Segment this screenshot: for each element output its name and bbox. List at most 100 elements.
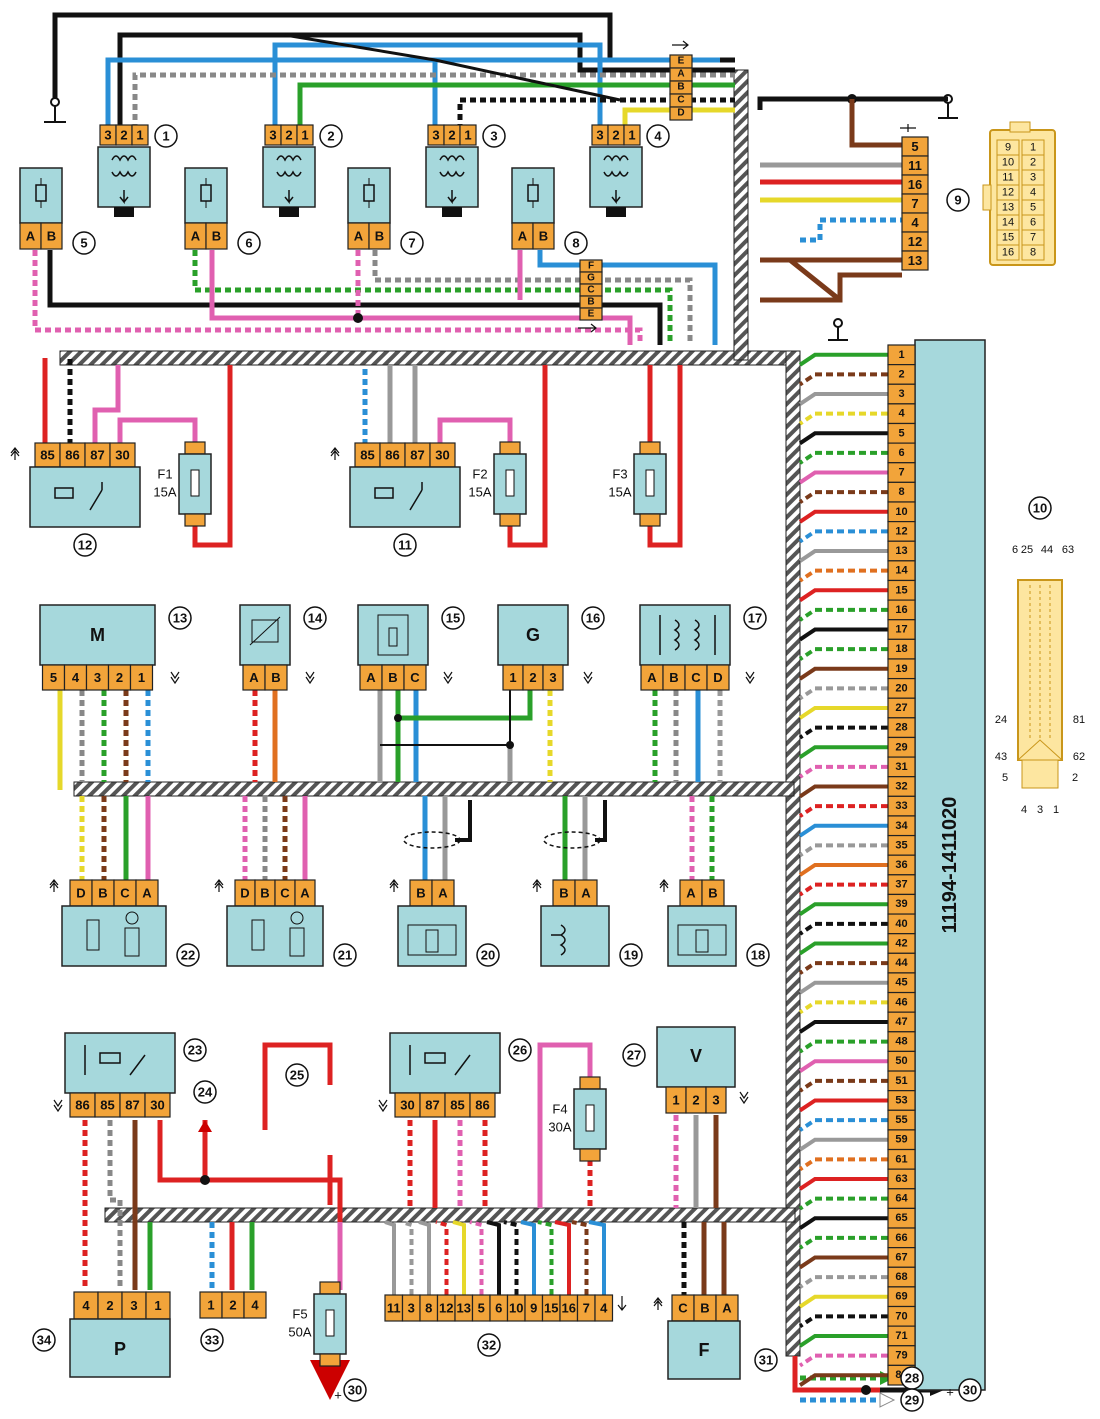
sensor-body [497, 604, 569, 666]
relay-pin-label: 85 [100, 1098, 114, 1113]
coil-pin-1 [459, 124, 477, 146]
conn32-wire [486, 1220, 501, 1295]
ecu-wire [798, 1000, 888, 1015]
callout-11-text: 11 [398, 538, 412, 553]
relay-switch-icon [409, 482, 423, 511]
sensor-frame [407, 924, 457, 956]
ecu-wire [798, 470, 888, 485]
relay-coil-icon [99, 1052, 121, 1064]
callout-25-text: 25 [290, 1068, 304, 1083]
sensor-pin-label: A [300, 886, 310, 901]
relay-pin-label: 87 [425, 1098, 439, 1113]
ecu-wire [798, 706, 888, 720]
callout-5 [72, 231, 96, 255]
relay-switch-icon [84, 1045, 146, 1076]
diag-face-label: 10 [1002, 157, 1014, 169]
callout-23 [183, 1038, 207, 1062]
spark-plug-terminal [114, 207, 134, 217]
callout-26 [508, 1038, 532, 1062]
conn33-pin-label: 1 [207, 1298, 214, 1313]
relay-pin-label: 87 [125, 1098, 139, 1113]
diag-face-label: 15 [1002, 232, 1014, 244]
callout-33-text: 33 [205, 1333, 219, 1348]
fuel-pump-pin-label: 2 [106, 1298, 113, 1313]
callout-16-text: 16 [586, 611, 600, 626]
connector-arrow-icon [49, 879, 59, 892]
ecu-wire [798, 961, 888, 975]
ecu-pin-label: 68 [895, 1271, 907, 1283]
ecu-conn-top-label: 25 [1021, 544, 1033, 556]
diag-face-label: 8 [1030, 247, 1036, 259]
injector-pin-B [532, 222, 555, 250]
fuse-name: F4 [552, 1102, 567, 1117]
ecu-conn-side-label: 81 [1073, 714, 1085, 726]
callout-33 [200, 1328, 224, 1352]
conn32-pin-label: 16 [562, 1301, 576, 1316]
ecu-pin-label: 44 [895, 957, 908, 969]
fuse-rating: 15A [468, 485, 491, 500]
fuel-pump-pin-1 [145, 1291, 171, 1320]
fuel-pump-pin-2 [97, 1291, 123, 1320]
callout-3-text: 3 [490, 129, 497, 144]
fuse-bottom-pin [499, 513, 521, 527]
connector-arrow-icon [214, 879, 224, 892]
ecu-wire [798, 431, 888, 445]
callout-25 [285, 1063, 309, 1087]
relay-pin-86 [469, 1092, 496, 1118]
splice2-pin-label: C [587, 285, 594, 296]
ecu-pin-label: 3 [898, 388, 904, 400]
fuel-pump-pin-label: 3 [130, 1298, 137, 1313]
ecu-conn-top-label: 44 [1041, 544, 1053, 556]
callout-8 [564, 231, 588, 255]
splice-pin-label: A [677, 69, 684, 80]
injector-pin-label: A [518, 229, 528, 244]
fan-module-symbol: V [690, 1046, 702, 1066]
conn32-wire [554, 1220, 571, 1295]
coil-icon [111, 155, 137, 177]
conn32-pin-label: 8 [425, 1301, 432, 1316]
callout-14 [303, 606, 327, 630]
potentiometer-icon [377, 614, 409, 656]
ecu-pin-label: 70 [895, 1310, 907, 1322]
fuse-name: F3 [612, 467, 627, 482]
conn32-wire [571, 1220, 589, 1295]
sensor-pin-1 [129, 664, 154, 691]
ecu-conn-side-label: 5 [1002, 772, 1008, 784]
diag-face-label: 13 [1002, 202, 1014, 214]
callout-31 [754, 1348, 778, 1372]
ecu-pin-label: 8 [898, 486, 904, 498]
relay-coil-icon [424, 1052, 446, 1064]
sensor-wires-row4 [79, 796, 715, 880]
conn31-pin-label: A [722, 1301, 732, 1316]
callout-3 [482, 124, 506, 148]
ecu-wire [798, 804, 888, 818]
ecu-pin-label: 35 [895, 839, 907, 851]
sensor-pin-label: 4 [72, 670, 80, 685]
ecu-conn-bottom-label: 3 [1037, 804, 1043, 816]
ecu-pin-label: 32 [895, 781, 907, 793]
relay-pin-85 [444, 1092, 471, 1118]
ecu-conn-side-label: 62 [1073, 751, 1085, 763]
injector-pin-B [368, 222, 391, 250]
inductive-sensor-icon [551, 924, 566, 956]
callout-13-text: 13 [173, 611, 187, 626]
heater-icon [251, 919, 265, 951]
arrow-down-icon [284, 190, 294, 205]
fuse-icon [645, 469, 655, 497]
ecu-wire [798, 1275, 888, 1289]
ecu-pin-label: 7 [898, 467, 904, 479]
coil-wires [52, 12, 735, 130]
diag-pin-label: 13 [908, 253, 922, 268]
conn32-wire [588, 1220, 606, 1295]
ecu-pin-label: 69 [895, 1291, 907, 1303]
splice-pin-label: C [677, 95, 684, 106]
callout-32-text: 32 [482, 1338, 496, 1353]
splice2-pin-label: G [587, 273, 595, 284]
